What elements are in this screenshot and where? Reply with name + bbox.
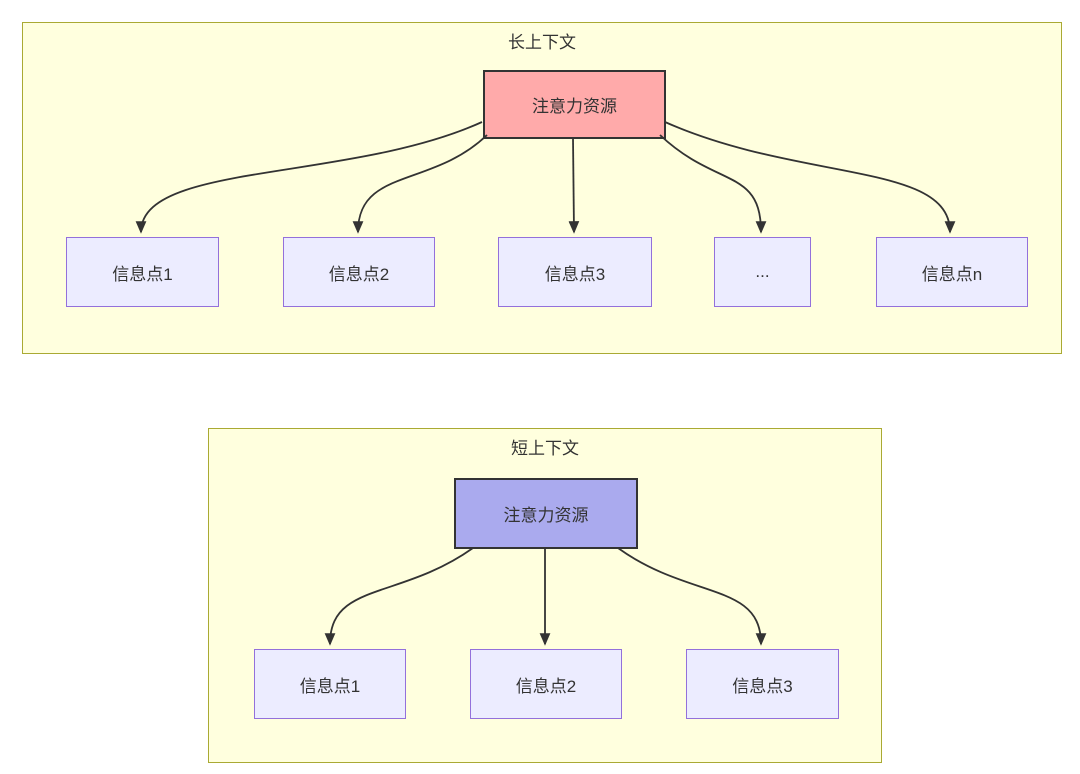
long-info-node-n: 信息点n bbox=[876, 237, 1028, 307]
long-info-node-3: 信息点3 bbox=[498, 237, 652, 307]
long-info-node-2: 信息点2 bbox=[283, 237, 435, 307]
short-info-node-3: 信息点3 bbox=[686, 649, 839, 719]
short-attention-node: 注意力资源 bbox=[454, 478, 638, 549]
long-context-title: 长上下文 bbox=[508, 33, 576, 52]
long-info-node-ellipsis: ... bbox=[714, 237, 811, 307]
short-context-cluster: 短上下文 注意力资源 信息点1 信息点2 信息点3 bbox=[208, 428, 882, 763]
short-info-node-2: 信息点2 bbox=[470, 649, 622, 719]
long-attention-node: 注意力资源 bbox=[483, 70, 666, 139]
long-context-cluster: 长上下文 注意力资源 信息点1 信息点2 信息点3 ... 信息点n bbox=[22, 22, 1062, 354]
short-info-node-1: 信息点1 bbox=[254, 649, 406, 719]
long-info-node-1: 信息点1 bbox=[66, 237, 219, 307]
short-context-title: 短上下文 bbox=[511, 439, 579, 458]
